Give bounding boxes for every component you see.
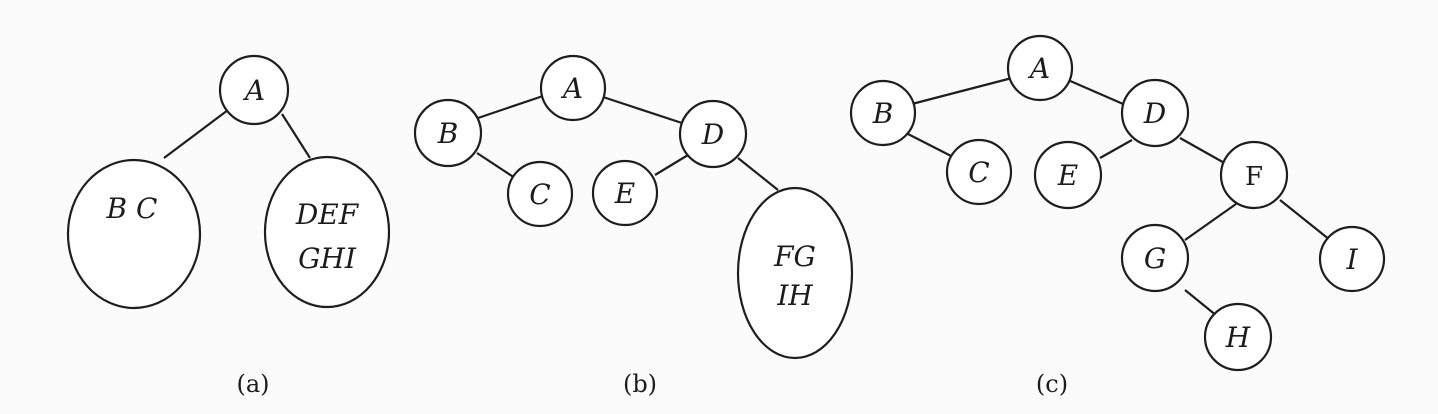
- node-b-e: [591, 159, 659, 227]
- label-a-bc: B C: [106, 192, 158, 225]
- edge-c-f-i: [1279, 199, 1331, 241]
- label-a-a: A: [242, 74, 265, 107]
- edge-b-a-b: [477, 94, 544, 120]
- node-c-c: [945, 138, 1013, 206]
- label-a-defghi-line1: DEF: [295, 198, 360, 231]
- label-c-a: A: [1027, 52, 1050, 85]
- label-c-e: E: [1057, 159, 1078, 192]
- edge-c-f-g: [1184, 203, 1237, 241]
- edge-b-b-c: [476, 152, 519, 181]
- node-b-c: [506, 160, 574, 228]
- label-b-c: C: [529, 178, 550, 211]
- node-c-g: [1120, 223, 1190, 293]
- label-c-g: G: [1144, 242, 1166, 275]
- label-c-b: B: [872, 97, 894, 130]
- edge-b-a-d: [599, 94, 686, 126]
- node-c-d: [1120, 78, 1190, 148]
- labels-layer: A B C DEF GHI A B C D E FG IH A B C D E …: [106, 52, 1359, 354]
- node-a-defghi: [263, 155, 391, 309]
- label-c-f: F: [1245, 162, 1263, 192]
- caption-c: (c): [1036, 370, 1068, 398]
- label-b-a: A: [560, 72, 583, 105]
- edge-c-g-h: [1184, 289, 1218, 317]
- label-b-fgih-line2: IH: [776, 279, 813, 312]
- label-c-c: C: [968, 156, 989, 189]
- node-c-h: [1203, 302, 1273, 372]
- node-b-d: [678, 99, 748, 169]
- captions-layer: (a) (b) (c): [236, 370, 1068, 398]
- node-c-f: [1219, 140, 1289, 210]
- edge-b-d-fgih: [737, 157, 779, 191]
- node-a-bc: [66, 158, 202, 310]
- caption-a: (a): [236, 370, 269, 398]
- node-c-e: [1033, 140, 1103, 210]
- edge-a-a-defghi: [281, 113, 311, 159]
- node-c-b: [849, 79, 917, 147]
- node-b-b: [413, 98, 483, 168]
- label-a-defghi-line2: GHI: [298, 242, 357, 275]
- edge-c-a-d: [1067, 78, 1131, 109]
- label-c-d: D: [1143, 97, 1166, 130]
- edge-c-d-f: [1179, 137, 1229, 166]
- label-b-b: B: [437, 117, 459, 150]
- label-c-h: H: [1225, 321, 1251, 354]
- caption-b: (b): [623, 370, 657, 398]
- edges-layer: [163, 76, 1331, 317]
- label-c-i: I: [1345, 243, 1358, 276]
- label-b-d: D: [701, 118, 724, 151]
- nodes-layer: [66, 34, 1386, 372]
- node-a-a: [218, 54, 290, 126]
- edge-c-d-e: [1099, 139, 1133, 159]
- node-b-fgih: [736, 186, 854, 360]
- node-c-i: [1318, 225, 1386, 293]
- node-b-a: [539, 54, 607, 122]
- node-c-a: [1006, 34, 1074, 102]
- edge-b-d-e: [654, 154, 689, 176]
- edge-c-b-c: [907, 133, 956, 159]
- label-b-e: E: [614, 177, 635, 210]
- edge-a-a-bc: [163, 109, 229, 159]
- label-b-fgih-line1: FG: [773, 240, 816, 273]
- edge-c-a-b: [907, 76, 1013, 107]
